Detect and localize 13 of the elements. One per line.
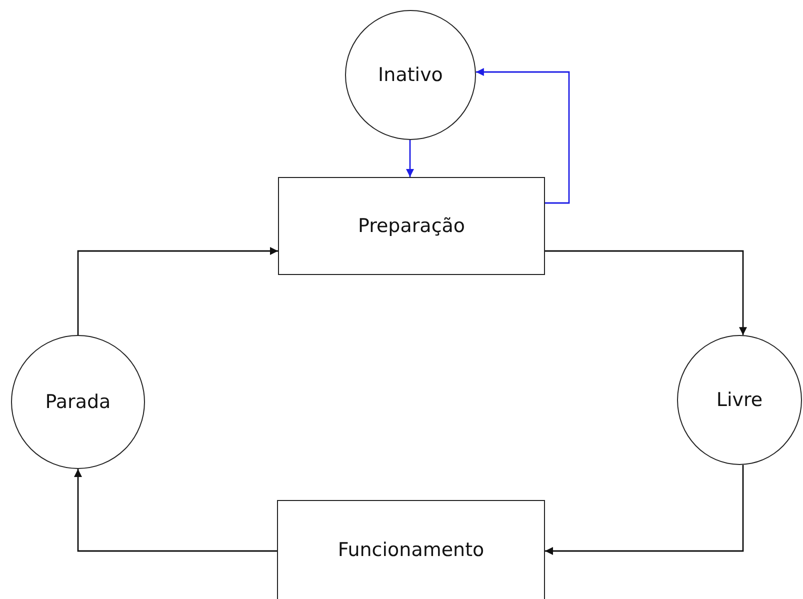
arrow <box>545 464 744 555</box>
node-label: Preparação <box>358 215 466 237</box>
node-label: Parada <box>45 391 111 413</box>
arrow <box>476 68 570 204</box>
arrow <box>545 250 747 336</box>
arrow <box>406 140 414 177</box>
process-box <box>278 177 545 275</box>
node-label: Inativo <box>378 64 443 86</box>
arrow <box>74 469 277 552</box>
process-box <box>277 500 545 599</box>
node-label: Livre <box>716 389 763 411</box>
arrow <box>77 247 278 335</box>
node-label: Funcionamento <box>338 539 484 561</box>
